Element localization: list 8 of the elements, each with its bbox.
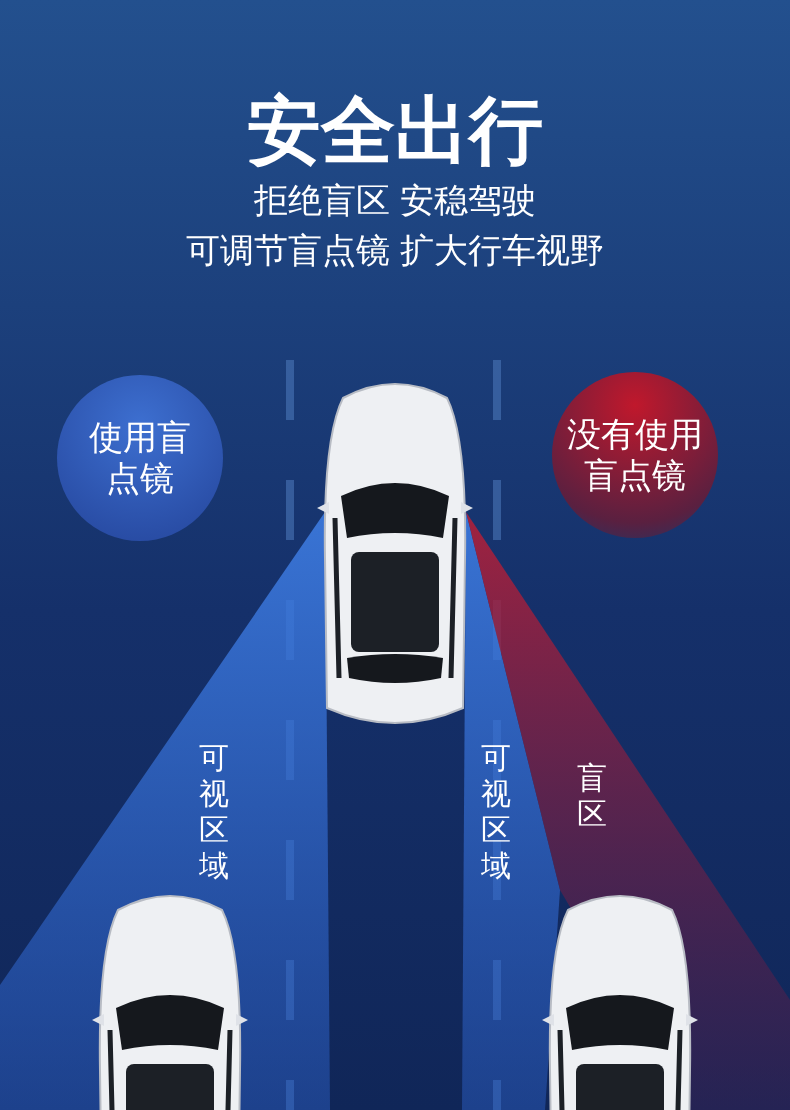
zone-label: 可视区域: [480, 740, 512, 884]
badge-circle: 没有使用盲点镜: [552, 372, 718, 538]
zone-label: 可视区域: [198, 740, 230, 884]
subtitle: 拒绝盲区 安稳驾驶: [252, 179, 538, 222]
badge-circle: 使用盲点镜: [57, 375, 223, 541]
subtitle: 可调节盲点镜 扩大行车视野: [184, 229, 606, 272]
title: 安全出行: [246, 86, 544, 175]
zone-label: 盲区: [576, 760, 608, 832]
